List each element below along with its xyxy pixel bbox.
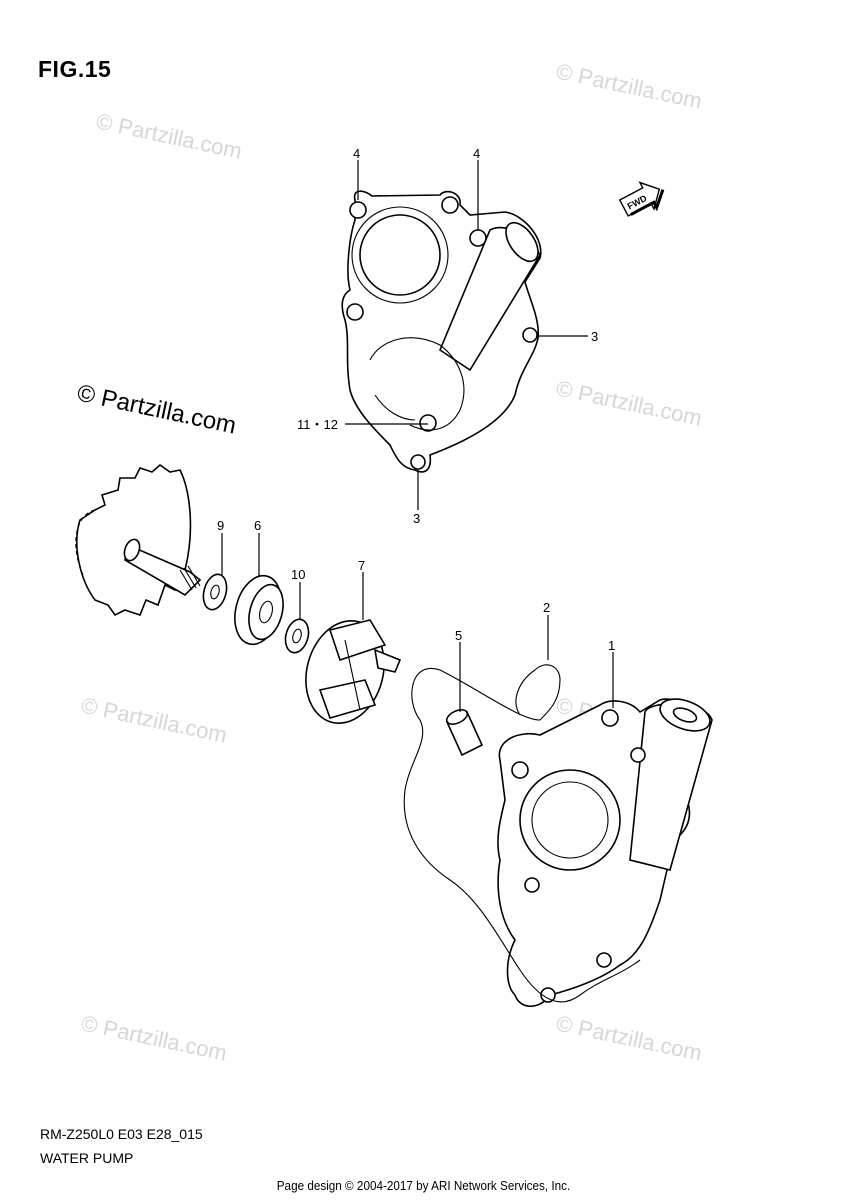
watermark-text: © Partzilla.com bbox=[79, 1010, 229, 1065]
dowel-pin-part bbox=[445, 709, 484, 757]
callout-label: 11・12 bbox=[297, 417, 338, 432]
pump-body-part bbox=[497, 698, 713, 1008]
callout-label: 6 bbox=[254, 518, 261, 533]
figure-title: FIG.15 bbox=[38, 56, 112, 82]
section-name: WATER PUMP bbox=[40, 1150, 134, 1166]
watermark-text: © Partzilla.com bbox=[554, 375, 704, 430]
o-ring-part bbox=[403, 664, 641, 1003]
callout-label: 3 bbox=[413, 511, 420, 526]
callout-label: 4 bbox=[473, 146, 480, 161]
callout-label: 2 bbox=[543, 600, 550, 615]
impeller-part bbox=[305, 619, 402, 724]
callout-label: 1 bbox=[608, 638, 615, 653]
callout-label: 10 bbox=[291, 567, 305, 582]
callout-label: 5 bbox=[455, 628, 462, 643]
bearing-part bbox=[234, 574, 284, 646]
callouts: 4 4 3 11・12 3 9 6 10 7 2 5 1 bbox=[217, 146, 615, 653]
watermark-text: © Partzilla.com bbox=[75, 379, 239, 439]
watermark-text: © Partzilla.com bbox=[554, 1010, 704, 1065]
watermark-text: © Partzilla.com bbox=[554, 58, 704, 113]
fwd-arrow-icon: FWD bbox=[618, 181, 665, 217]
pump-cover-part bbox=[341, 190, 542, 473]
watermark-text: © Partzilla.com bbox=[79, 692, 229, 747]
page-footer: Page design © 2004-2017 by ARI Network S… bbox=[276, 1178, 571, 1193]
callout-label: 4 bbox=[353, 146, 360, 161]
model-code: RM-Z250L0 E03 E28_015 bbox=[40, 1126, 203, 1142]
leader-lines bbox=[221, 160, 614, 712]
watermark-text: © Partzilla.com bbox=[94, 108, 244, 163]
gear-shaft-part bbox=[75, 463, 202, 617]
washer-part-9 bbox=[202, 573, 228, 611]
callout-label: 3 bbox=[591, 329, 598, 344]
callout-label: 7 bbox=[358, 558, 365, 573]
washer-part-10 bbox=[284, 618, 310, 654]
callout-label: 9 bbox=[217, 518, 224, 533]
